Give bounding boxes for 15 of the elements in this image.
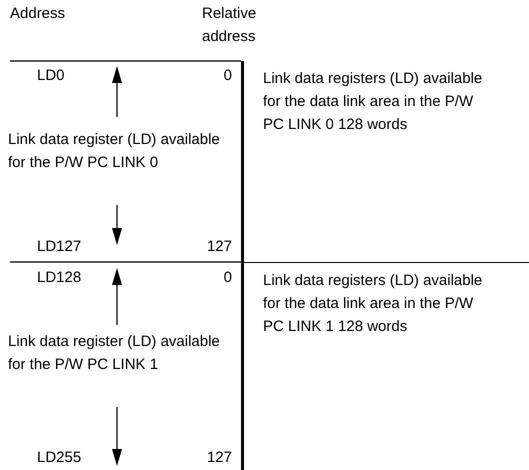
- area-description: Link data registers (LD) available for the data link area in the P/W PC LINK 0 128 words: [263, 69, 483, 135]
- address-label: LD0: [37, 66, 65, 86]
- memory-area-block: [241, 262, 529, 470]
- relative-address: 0: [222, 268, 232, 288]
- address-label: LD255: [37, 448, 82, 468]
- column-heading: Address: [10, 4, 66, 24]
- relative-address: 0: [222, 66, 232, 86]
- range-description: Link data register (LD) available for the P/W PC LINK 1: [8, 332, 221, 375]
- column-heading: Relative address: [202, 4, 258, 47]
- range-description: Link data register (LD) available for the P/W PC LINK 0: [8, 130, 221, 173]
- relative-address: 127: [206, 448, 232, 468]
- address-label: LD128: [37, 268, 82, 288]
- address-label: LD127: [37, 237, 82, 257]
- relative-address: 127: [206, 237, 232, 257]
- area-description: Link data registers (LD) available for the data link area in the P/W PC LINK 1 128 words: [263, 271, 483, 337]
